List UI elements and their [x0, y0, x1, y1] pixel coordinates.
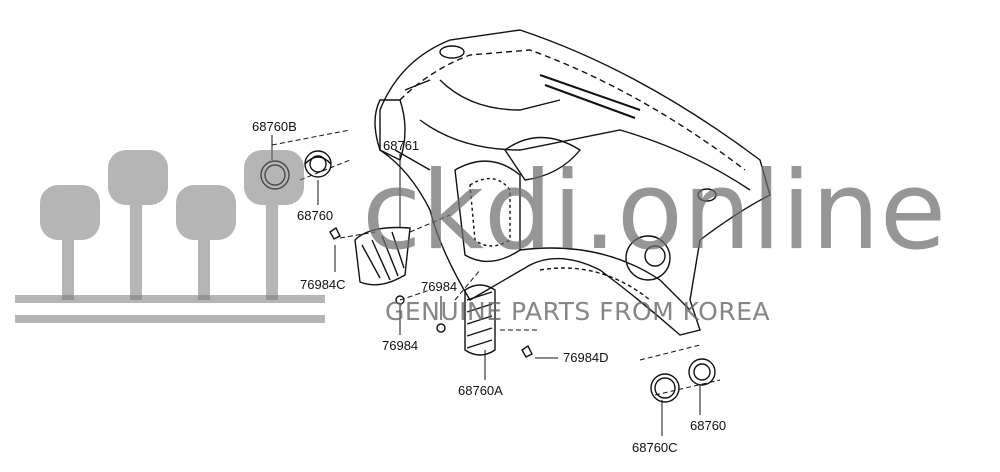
- part-label-68760B: 68760B: [252, 119, 297, 134]
- leader-lines: [271, 129, 721, 396]
- watermark-site: ckdi.online: [362, 149, 947, 274]
- part-label-68760-right: 68760: [690, 418, 727, 433]
- crash-pad-outline: [374, 29, 771, 336]
- part-label-68760C: 68760C: [632, 440, 678, 455]
- watermark-logo-icon: [15, 150, 325, 323]
- part-label-68760A: 68760A: [458, 383, 503, 398]
- clips: [329, 226, 533, 358]
- center-vent-68760A: [464, 284, 496, 356]
- part-label-76984-upper: 76984: [421, 279, 458, 294]
- part-label-68760-left: 68760: [297, 208, 334, 223]
- part-label-76984D: 76984D: [563, 350, 609, 365]
- side-vent-68760-left: [304, 150, 332, 178]
- part-label-76984-lower: 76984: [382, 338, 419, 353]
- watermark-tagline: GENUINE PARTS FROM KOREA: [385, 297, 771, 326]
- center-vent-68761: [354, 226, 411, 286]
- side-vent-68760-right: [688, 358, 716, 386]
- part-label-68761: 68761: [383, 138, 420, 153]
- part-label-76984C: 76984C: [300, 277, 346, 292]
- vent-bezel-68760C: [650, 373, 680, 403]
